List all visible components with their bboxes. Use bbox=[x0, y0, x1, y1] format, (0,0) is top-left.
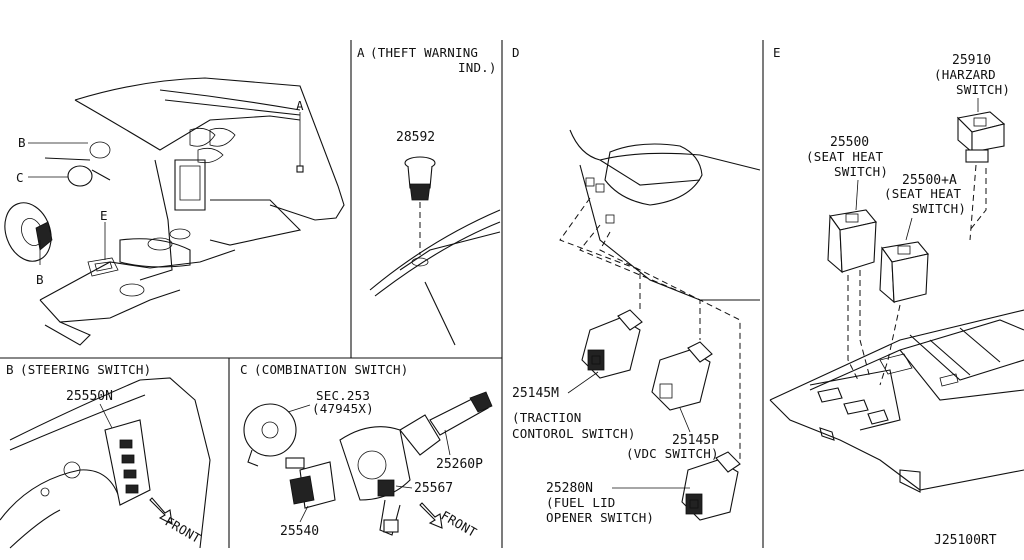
part-number-25550n: 25550N bbox=[66, 389, 113, 404]
callout-a: A bbox=[296, 98, 304, 113]
callout-d: B bbox=[18, 135, 26, 150]
part-number-25500: 25500 bbox=[830, 135, 869, 150]
panel-c-title: (COMBINATION SWITCH) bbox=[254, 362, 409, 377]
fuel-lid-label-line1: (FUEL LID bbox=[546, 495, 616, 510]
part-number-25145m: 25145M bbox=[512, 386, 559, 401]
panel-b-title: (STEERING SWITCH) bbox=[20, 362, 151, 377]
overview-callouts: B C B E A bbox=[16, 98, 304, 287]
fuel-lid-opener-switch bbox=[681, 451, 741, 521]
hazard-switch bbox=[956, 111, 1006, 163]
panel-d-letter: D bbox=[512, 45, 520, 60]
part-number-25500a: 25500+A bbox=[902, 173, 957, 188]
seat1-label-line2: SWITCH) bbox=[834, 164, 888, 179]
panel-d: D 25145M (TRACTION bbox=[512, 45, 761, 525]
dashboard-overview bbox=[4, 77, 345, 346]
panel-a-title-line1: (THEFT WARNING bbox=[370, 45, 478, 60]
panel-c: C (COMBINATION SWITCH) SEC.253 (47945X) bbox=[240, 362, 493, 540]
lamp-switch-25540 bbox=[289, 461, 336, 509]
vdc-label: (VDC SWITCH) bbox=[626, 446, 719, 461]
traction-label-line1: (TRACTION bbox=[512, 410, 582, 425]
panel-e: E 25910 (HARZARD SWITCH) 25500 (SEAT HEA… bbox=[769, 45, 1024, 493]
diagram-code: J25100RT bbox=[934, 533, 997, 548]
part-number-25260p: 25260P bbox=[436, 457, 483, 472]
panel-a: A (THEFT WARNING IND.) 28592 bbox=[357, 45, 501, 346]
vdc-switch bbox=[651, 341, 713, 411]
part-number-28592: 28592 bbox=[396, 130, 435, 145]
hazard-label-line1: (HARZARD bbox=[934, 67, 996, 82]
callout-e: E bbox=[100, 208, 108, 223]
seat1-label-line1: (SEAT HEAT bbox=[806, 149, 884, 164]
callout-b: B bbox=[36, 272, 44, 287]
part-number-25540: 25540 bbox=[280, 524, 319, 539]
seat-heat-switch-right bbox=[879, 241, 930, 304]
seat2-label-line1: (SEAT HEAT bbox=[884, 186, 962, 201]
theft-warning-indicator bbox=[404, 156, 436, 201]
wiper-switch-25260p bbox=[399, 391, 493, 456]
hazard-label-line2: SWITCH) bbox=[956, 82, 1010, 97]
sec-253-sub: (47945X) bbox=[312, 401, 374, 416]
part-number-25145p: 25145P bbox=[672, 433, 719, 448]
panel-borders bbox=[0, 40, 764, 548]
panel-a-title-line2: IND.) bbox=[458, 60, 497, 75]
sec-253-label: SEC.253 bbox=[316, 388, 370, 403]
part-number-25567: 25567 bbox=[414, 481, 453, 496]
panel-b: B (STEERING SWITCH) 25550N FRONT bbox=[0, 362, 211, 549]
traction-label-line2: CONTOROL SWITCH) bbox=[512, 426, 636, 441]
part-number-25910: 25910 bbox=[952, 53, 991, 68]
spiral-cable bbox=[243, 403, 305, 469]
fuel-lid-label-line2: OPENER SWITCH) bbox=[546, 510, 654, 525]
panel-e-letter: E bbox=[773, 45, 781, 60]
panel-b-letter: B bbox=[6, 362, 14, 377]
seat2-label-line2: SWITCH) bbox=[912, 201, 966, 216]
combination-switch-body bbox=[339, 426, 411, 536]
callout-c: C bbox=[16, 170, 24, 185]
panel-c-front-label: FRONT bbox=[439, 508, 480, 540]
seat-heat-switch-left bbox=[827, 209, 878, 274]
panel-b-front-label: FRONT bbox=[163, 514, 204, 546]
part-number-25280n: 25280N bbox=[546, 481, 593, 496]
panel-c-letter: C bbox=[240, 362, 248, 377]
panel-a-letter: A bbox=[357, 45, 365, 60]
traction-control-switch bbox=[581, 309, 643, 379]
